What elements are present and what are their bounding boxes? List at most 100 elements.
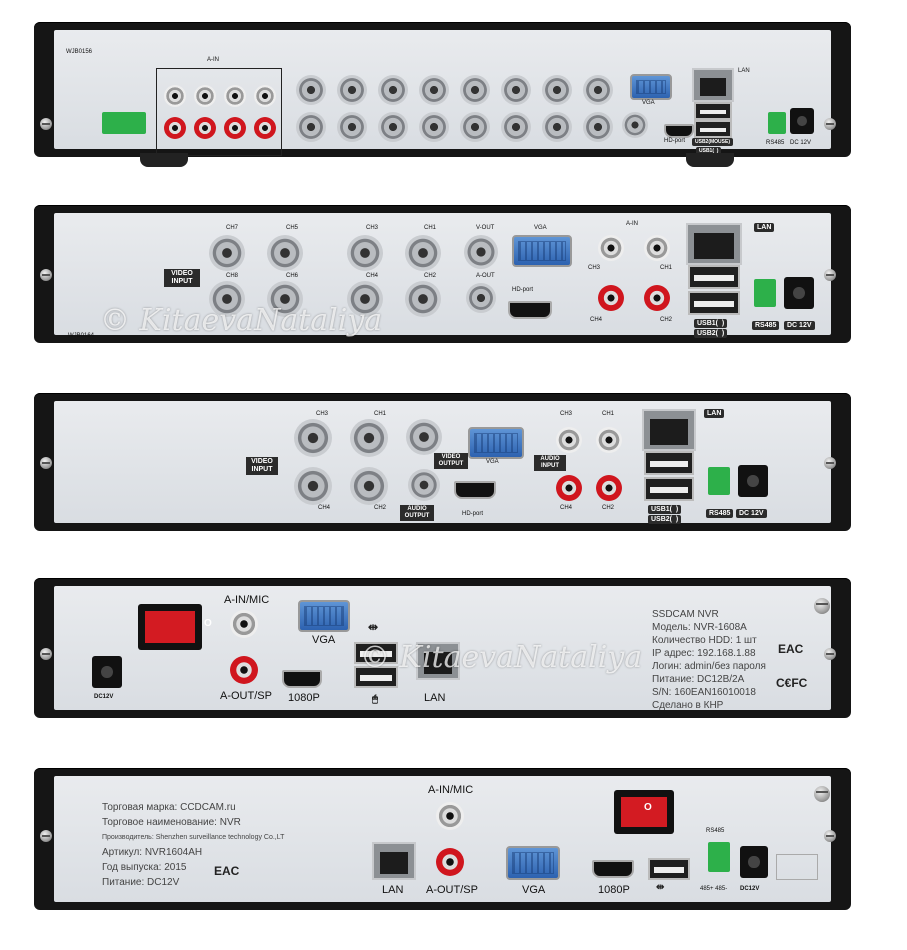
bnc-connector xyxy=(209,281,245,317)
a-in-mic-label: A-IN/MIC xyxy=(428,784,474,796)
bnc-connector xyxy=(460,75,490,105)
usb-label: USB1( ) xyxy=(694,319,728,328)
usb-label: USB2(MOUSE) xyxy=(692,138,734,146)
dvr-panel-4ch: VIDEO INPUT CH3 CH1 CH4 CH2 VIDEO OUTPUT… xyxy=(34,393,851,531)
rubber-foot xyxy=(140,153,188,167)
bnc-connector xyxy=(294,419,332,457)
info-line: Торговое наименование: NVR xyxy=(102,817,241,828)
bnc-connector xyxy=(209,235,245,271)
info-line: Логин: admin/без пароля xyxy=(652,661,766,672)
power-switch[interactable] xyxy=(138,604,202,650)
bnc-connector xyxy=(405,235,441,271)
screw-icon xyxy=(824,648,836,660)
a-in-label: A-IN xyxy=(207,57,219,63)
bnc-connector xyxy=(337,75,367,105)
a-in-label: A-IN xyxy=(626,221,638,227)
power-switch[interactable] xyxy=(614,790,674,834)
rs485-pins-label: 485+ 485- xyxy=(700,886,728,892)
mouse-icon: 🖱 xyxy=(372,694,378,705)
bnc-connector xyxy=(337,112,367,142)
screw-icon xyxy=(824,830,836,842)
dc-label: DC 12V xyxy=(784,321,815,330)
audio-in-jack xyxy=(598,285,624,311)
usb-port xyxy=(644,477,694,501)
panel-plate: WJB0156 A-IN VGA HD-port LAN xyxy=(54,30,831,156)
usb-port xyxy=(688,265,740,289)
rs485-terminal xyxy=(768,112,786,134)
usb-symbol-icon: ⇹ xyxy=(656,882,665,893)
info-line: Количество HDD: 1 шт xyxy=(652,635,757,646)
bnc-connector xyxy=(294,467,332,505)
hdmi-label: 1080P xyxy=(598,884,630,896)
bnc-connector xyxy=(378,75,408,105)
channel-label: CH6 xyxy=(286,273,299,279)
hdmi-port xyxy=(454,481,496,499)
rs485-label: RS485 xyxy=(766,140,785,146)
lan-label: LAN xyxy=(738,68,750,74)
vga-port xyxy=(298,600,350,632)
dc-label: DC12V xyxy=(740,886,760,892)
nvr-panel-1604ah: Торговая марка: CCDCAM.ru Торговое наиме… xyxy=(34,768,851,910)
eac-mark: EAC xyxy=(214,864,240,878)
bnc-connector xyxy=(583,75,613,105)
info-line: Питание: DC12V xyxy=(102,877,180,888)
lan-label: LAN xyxy=(704,409,725,418)
bnc-connector xyxy=(378,112,408,142)
model-code-label: WJB0156 xyxy=(66,49,93,55)
audio-channel-label: CH4 xyxy=(590,317,603,323)
lan-label: LAN xyxy=(754,223,775,232)
a-out-label: A-OUT xyxy=(476,273,495,279)
screw-icon xyxy=(40,118,52,130)
dc-power-jack xyxy=(740,846,768,878)
lan-port xyxy=(416,642,460,680)
audio-channel-label: CH3 xyxy=(560,411,573,417)
audio-output-label: AUDIO OUTPUT xyxy=(400,505,434,521)
bnc-connector xyxy=(347,235,383,271)
audio-in-jack xyxy=(598,235,624,261)
audio-in-jack xyxy=(164,117,186,139)
bnc-connector xyxy=(622,112,648,138)
watermark: © KitaevaNataliya xyxy=(360,640,643,675)
audio-in-jack xyxy=(644,285,670,311)
audio-in-jack xyxy=(436,802,464,830)
vga-port xyxy=(512,235,572,267)
screw-icon xyxy=(40,648,52,660)
video-input-label: VIDEO INPUT xyxy=(246,457,278,475)
panel-plate: VIDEO INPUT CH3 CH1 CH4 CH2 VIDEO OUTPUT… xyxy=(54,401,831,524)
usb-port xyxy=(688,291,740,315)
screw-icon xyxy=(824,457,836,469)
bnc-connector xyxy=(347,281,383,317)
panel-plate: DC12V O A-IN/MIC A-OUT/SP VGA 1080P ⇹ 🖱 … xyxy=(54,586,831,711)
dc-power-jack xyxy=(738,465,768,497)
audio-in-jack xyxy=(164,85,186,107)
panel-plate: WJB0164 VIDEO INPUT CH7 CH5 CH3 CH1 CH8 … xyxy=(54,213,831,339)
hdmi-label: 1080P xyxy=(288,692,320,704)
audio-channel-label: CH3 xyxy=(588,265,601,271)
bnc-connector xyxy=(405,281,441,317)
bnc-connector xyxy=(583,112,613,142)
screw-icon xyxy=(40,269,52,281)
screw-icon xyxy=(40,830,52,842)
alarm-terminal-cover xyxy=(776,854,818,880)
vga-label: VGA xyxy=(522,884,546,896)
rs485-terminal xyxy=(708,467,730,495)
bnc-connector xyxy=(267,281,303,317)
audio-in-jack xyxy=(194,85,216,107)
audio-channel-label: CH1 xyxy=(660,265,673,271)
audio-in-jack xyxy=(224,117,246,139)
audio-in-jack xyxy=(556,427,582,453)
bnc-connector xyxy=(460,112,490,142)
bnc-connector xyxy=(419,75,449,105)
usb-label: USB1( ) xyxy=(648,505,682,514)
video-output-label: VIDEO OUTPUT xyxy=(434,453,468,469)
a-out-sp-label: A-OUT/SP xyxy=(426,884,478,896)
audio-in-jack xyxy=(596,475,622,501)
channel-label: CH3 xyxy=(366,225,379,231)
usb-port xyxy=(354,666,398,688)
rs485-label: RS485 xyxy=(706,509,734,518)
audio-out-jack xyxy=(230,656,258,684)
audio-input-frame xyxy=(156,68,282,156)
bnc-connector xyxy=(501,75,531,105)
usb-label: USB1( ) xyxy=(696,147,722,155)
hd-port-label: HD-port xyxy=(664,138,686,144)
